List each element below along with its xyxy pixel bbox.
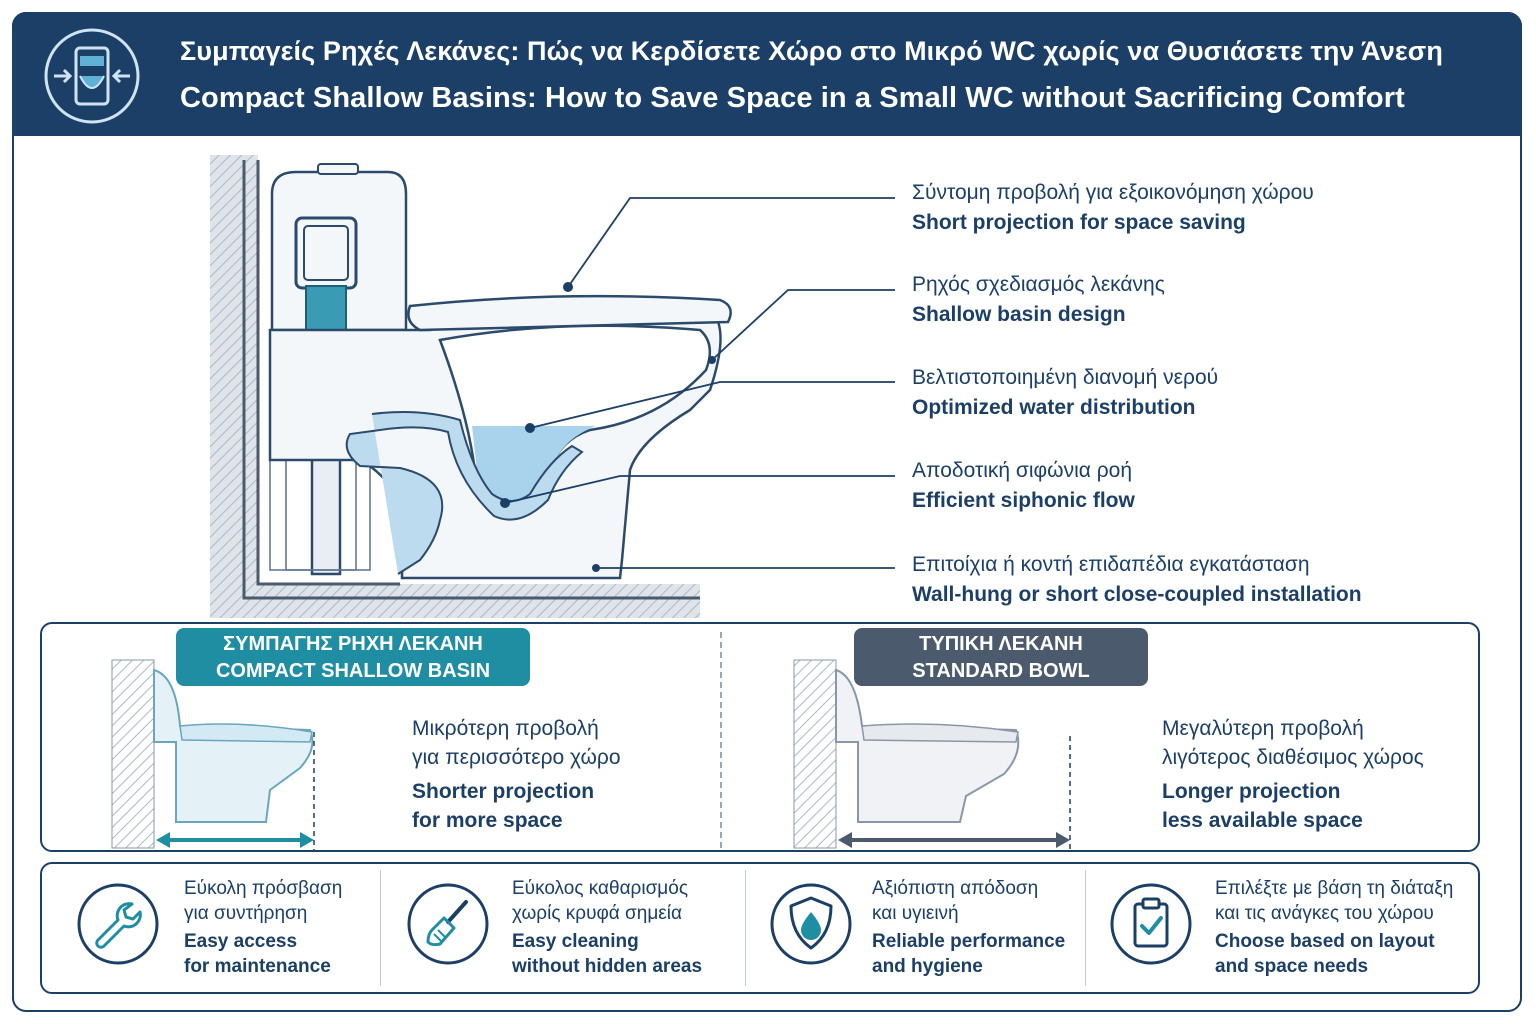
- compact-desc-line: Shorter projection: [412, 780, 595, 803]
- callout-greek: Βελτιστοποιημένη διανομή νερού: [912, 366, 1219, 389]
- header-banner: Συμπαγείς Ρηχές Λεκάνες: Πώς να Κερδίσετ…: [12, 12, 1522, 136]
- standard-bowl-badge: ΤΥΠΙΚΗ ΛΕΚΑΝΗ STANDARD BOWL: [854, 628, 1148, 686]
- feature-cleaning: Εύκολος καθαρισμός χωρίς κρυφά σημεία Ea…: [380, 862, 745, 994]
- callout-water-distribution: Βελτιστοποιημένη διανομή νερού Optimized…: [912, 363, 1218, 423]
- feature-line: Reliable performance: [872, 931, 1066, 952]
- compact-desc-line: Μικρότερη προβολή: [412, 717, 599, 740]
- title-greek: Συμπαγείς Ρηχές Λεκάνες: Πώς να Κερδίσετ…: [180, 36, 1443, 66]
- standard-description: Μεγαλύτερη προβολή λιγότερος διαθέσιμος …: [1162, 714, 1424, 835]
- compact-wall: [111, 659, 155, 849]
- callout-greek: Αποδοτική σιφώνια ροή: [912, 459, 1133, 482]
- feature-line: Choose based on layout: [1215, 931, 1435, 952]
- title-english: Compact Shallow Basins: How to Save Spac…: [180, 82, 1405, 114]
- brush-icon: [407, 883, 489, 965]
- clipboard-check-icon: [1110, 883, 1192, 965]
- feature-separator: [1085, 870, 1086, 986]
- callout-english: Optimized water distribution: [912, 396, 1196, 419]
- water-pool: [472, 426, 596, 508]
- feature-line: για συντήρηση: [184, 903, 308, 924]
- standard-desc-line: Longer projection: [1162, 780, 1341, 803]
- compact-description: Μικρότερη προβολή για περισσότερο χώρο S…: [412, 714, 621, 835]
- feature-line: Εύκολος καθαρισμός: [512, 878, 688, 899]
- standard-desc-line: λιγότερος διαθέσιμος χώρος: [1162, 746, 1424, 769]
- compact-basin-badge: ΣΥΜΠΑΓΗΣ ΡΗΧΗ ΛΕΚΑΝΗ COMPACT SHALLOW BAS…: [176, 628, 530, 686]
- feature-line: Easy access: [184, 931, 298, 952]
- feature-text: Αξιόπιστη απόδοση και υγιεινή Reliable p…: [872, 876, 1065, 979]
- badge-english: COMPACT SHALLOW BASIN: [215, 660, 491, 682]
- badge-greek: ΣΥΜΠΑΓΗΣ ΡΗΧΗ ΛΕΚΑΝΗ: [223, 633, 483, 655]
- compact-desc-line: for more space: [412, 809, 563, 832]
- feature-line: και υγιεινή: [872, 903, 959, 924]
- callout-english: Wall-hung or short close-coupled install…: [912, 583, 1362, 606]
- callout-english: Shallow basin design: [912, 303, 1126, 326]
- feature-maintenance: Εύκολη πρόσβαση για συντήρηση Easy acces…: [40, 862, 380, 994]
- feature-text: Εύκολος καθαρισμός χωρίς κρυφά σημεία Ea…: [512, 876, 702, 979]
- compact-bowl: [153, 668, 314, 823]
- callout-greek: Σύντομη προβολή για εξοικονόμηση χώρου: [912, 181, 1314, 204]
- feature-text: Εύκολη πρόσβαση για συντήρηση Easy acces…: [184, 876, 342, 979]
- feature-line: Easy cleaning: [512, 931, 639, 952]
- callout-english: Short projection for space saving: [912, 211, 1246, 234]
- comparison-panel: [40, 622, 1480, 852]
- feature-line: and hygiene: [872, 956, 983, 977]
- standard-desc-line: Μεγαλύτερη προβολή: [1162, 717, 1364, 740]
- feature-line: and space needs: [1215, 956, 1369, 977]
- compact-desc-line: για περισσότερο χώρο: [412, 746, 621, 769]
- toilet-seat: [407, 294, 732, 332]
- feature-line: Επιλέξτε με βάση τη διάταξη: [1215, 878, 1454, 899]
- comparison-divider: [720, 632, 722, 848]
- callout-siphonic-flow: Αποδοτική σιφώνια ροή Efficient siphonic…: [912, 456, 1135, 516]
- callout-greek: Επιτοίχια ή κοντή επιδαπέδια εγκατάσταση: [912, 553, 1310, 576]
- feature-text: Επιλέξτε με βάση τη διάταξη και τις ανάγ…: [1215, 876, 1453, 979]
- standard-wall: [793, 659, 837, 849]
- shield-droplet-icon: [770, 883, 852, 965]
- feature-line: Αξιόπιστη απόδοση: [872, 878, 1039, 899]
- callout-shallow-design: Ρηχός σχεδιασμός λεκάνης Shallow basin d…: [912, 270, 1165, 330]
- callout-installation: Επιτοίχια ή κοντή επιδαπέδια εγκατάσταση…: [912, 550, 1362, 610]
- callout-english: Efficient siphonic flow: [912, 489, 1135, 512]
- badge-english: STANDARD BOWL: [912, 660, 1090, 682]
- siphon-trapway: [345, 411, 584, 575]
- features-panel: [40, 862, 1480, 994]
- infographic-frame: [12, 12, 1522, 1012]
- standard-bowl: [835, 668, 1020, 823]
- feature-line: without hidden areas: [512, 956, 703, 977]
- callout-short-projection: Σύντομη προβολή για εξοικονόμηση χώρου S…: [912, 178, 1314, 238]
- feature-line: for maintenance: [184, 956, 331, 977]
- feature-line: και τις ανάγκες του χώρου: [1215, 903, 1434, 924]
- feature-line: Εύκολη πρόσβαση: [184, 878, 343, 899]
- standard-desc-line: less available space: [1162, 809, 1363, 832]
- feature-separator: [380, 870, 381, 986]
- feature-line: χωρίς κρυφά σημεία: [512, 903, 682, 924]
- feature-hygiene: Αξιόπιστη απόδοση και υγιεινή Reliable p…: [745, 862, 1085, 994]
- wrench-icon: [77, 883, 159, 965]
- badge-greek: ΤΥΠΙΚΗ ΛΕΚΑΝΗ: [919, 633, 1083, 655]
- compact-toilet-logo-icon: [44, 28, 140, 124]
- feature-layout-choice: Επιλέξτε με βάση τη διάταξη και τις ανάγ…: [1085, 862, 1480, 994]
- callout-greek: Ρηχός σχεδιασμός λεκάνης: [912, 273, 1165, 296]
- feature-separator: [745, 870, 746, 986]
